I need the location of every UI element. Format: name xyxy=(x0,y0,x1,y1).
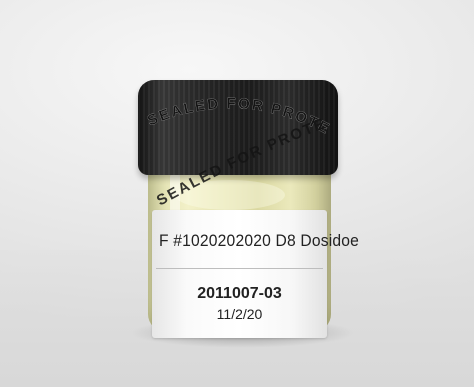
label-product-title: F #1020202020 D8 Dosidoe xyxy=(159,231,360,250)
label-date: 11/2/20 xyxy=(216,306,263,322)
jar-label xyxy=(152,210,327,338)
oil-surface-reflection xyxy=(175,180,285,210)
jar-lid xyxy=(138,80,338,175)
label-batch-number: 2011007-03 xyxy=(197,285,282,302)
label-divider xyxy=(156,268,323,269)
